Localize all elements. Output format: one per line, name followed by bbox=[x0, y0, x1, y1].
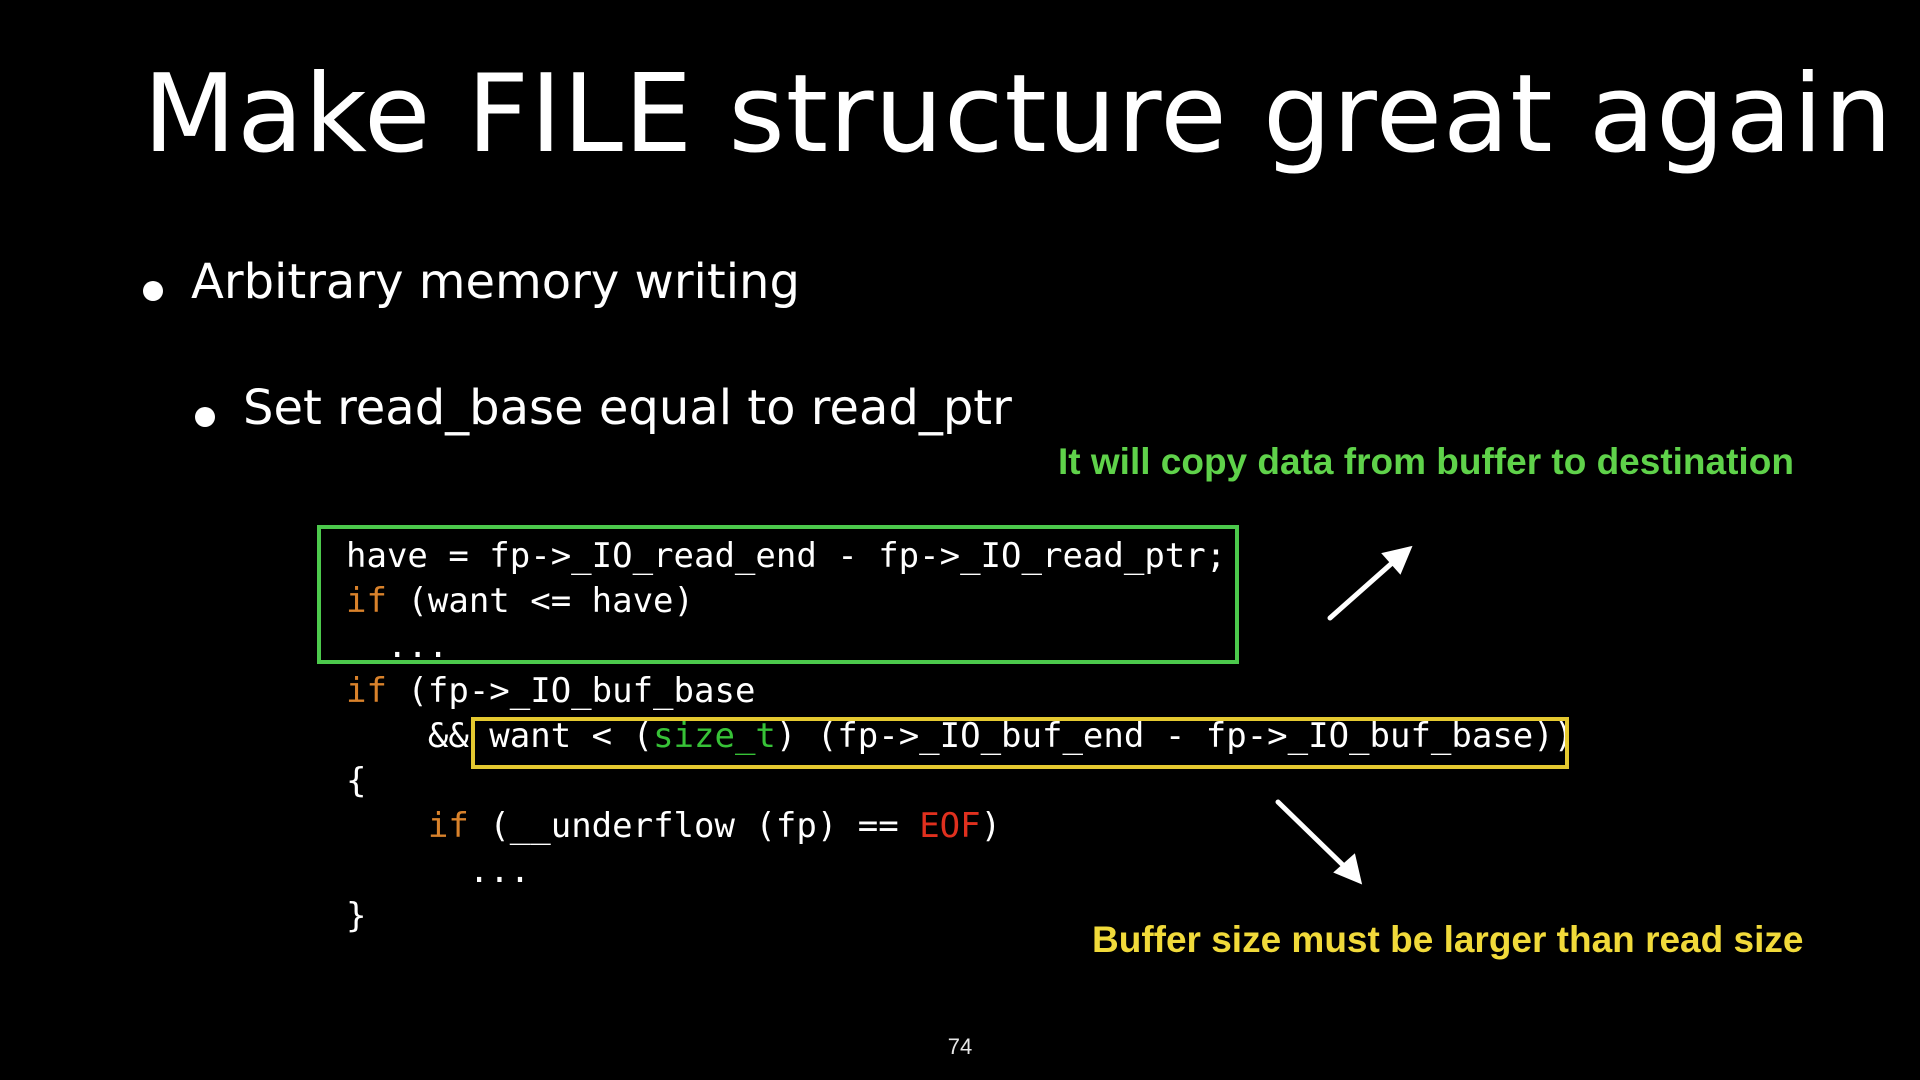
code-line-9: } bbox=[346, 896, 367, 936]
yellow-highlight-box bbox=[471, 717, 1569, 769]
code-line-2: if (want <= have) bbox=[346, 579, 1574, 624]
code-text: (__underflow (fp) == bbox=[468, 806, 920, 846]
bullet-item-1: Arbitrary memory writing bbox=[143, 252, 800, 312]
code-text: ) (fp->_IO_buf_end - fp->_IO_buf_base)) bbox=[775, 716, 1575, 756]
code-keyword: if bbox=[346, 581, 387, 621]
code-line-4: if (fp->_IO_buf_base bbox=[346, 669, 1574, 714]
code-line-6: { bbox=[346, 761, 367, 801]
code-block: have = fp->_IO_read_end - fp->_IO_read_p… bbox=[346, 534, 1574, 939]
page-number: 74 bbox=[947, 1034, 973, 1059]
code-type: size_t bbox=[653, 716, 776, 756]
code-text: want < ( bbox=[489, 716, 654, 756]
code-keyword: if bbox=[427, 806, 469, 846]
bullet-text-2: Set read_base equal to read_ptr bbox=[243, 380, 1012, 436]
bullet-dot-icon bbox=[195, 407, 215, 427]
slide-title: Make FILE structure great again bbox=[143, 52, 1894, 177]
annotation-yellow: Buffer size must be larger than read siz… bbox=[1092, 919, 1804, 960]
annotation-green: It will copy data from buffer to destina… bbox=[1058, 441, 1794, 482]
code-eof: EOF bbox=[919, 806, 981, 846]
arrow-up-right-icon bbox=[1327, 545, 1413, 621]
bullet-dot-icon bbox=[143, 281, 163, 301]
green-highlight-box bbox=[317, 525, 1239, 664]
code-line-8: ... bbox=[346, 851, 531, 891]
code-line-1: have = fp->_IO_read_end - fp->_IO_read_p… bbox=[346, 536, 1227, 576]
bullet-item-2: Set read_base equal to read_ptr bbox=[195, 378, 1012, 438]
arrow-down-right-icon bbox=[1275, 799, 1363, 885]
code-text: ) bbox=[980, 806, 1002, 846]
code-keyword: if bbox=[346, 671, 387, 711]
code-line-5: && want < (size_t) (fp->_IO_buf_end - fp… bbox=[346, 714, 1574, 759]
code-text: (fp->_IO_buf_base bbox=[386, 671, 756, 711]
code-line-3: ... bbox=[346, 626, 449, 666]
code-text: (want <= have) bbox=[386, 581, 694, 621]
bullet-text-1: Arbitrary memory writing bbox=[191, 254, 800, 310]
code-line-7: if (__underflow (fp) == EOF) bbox=[346, 804, 1574, 849]
code-text: && bbox=[346, 716, 490, 756]
